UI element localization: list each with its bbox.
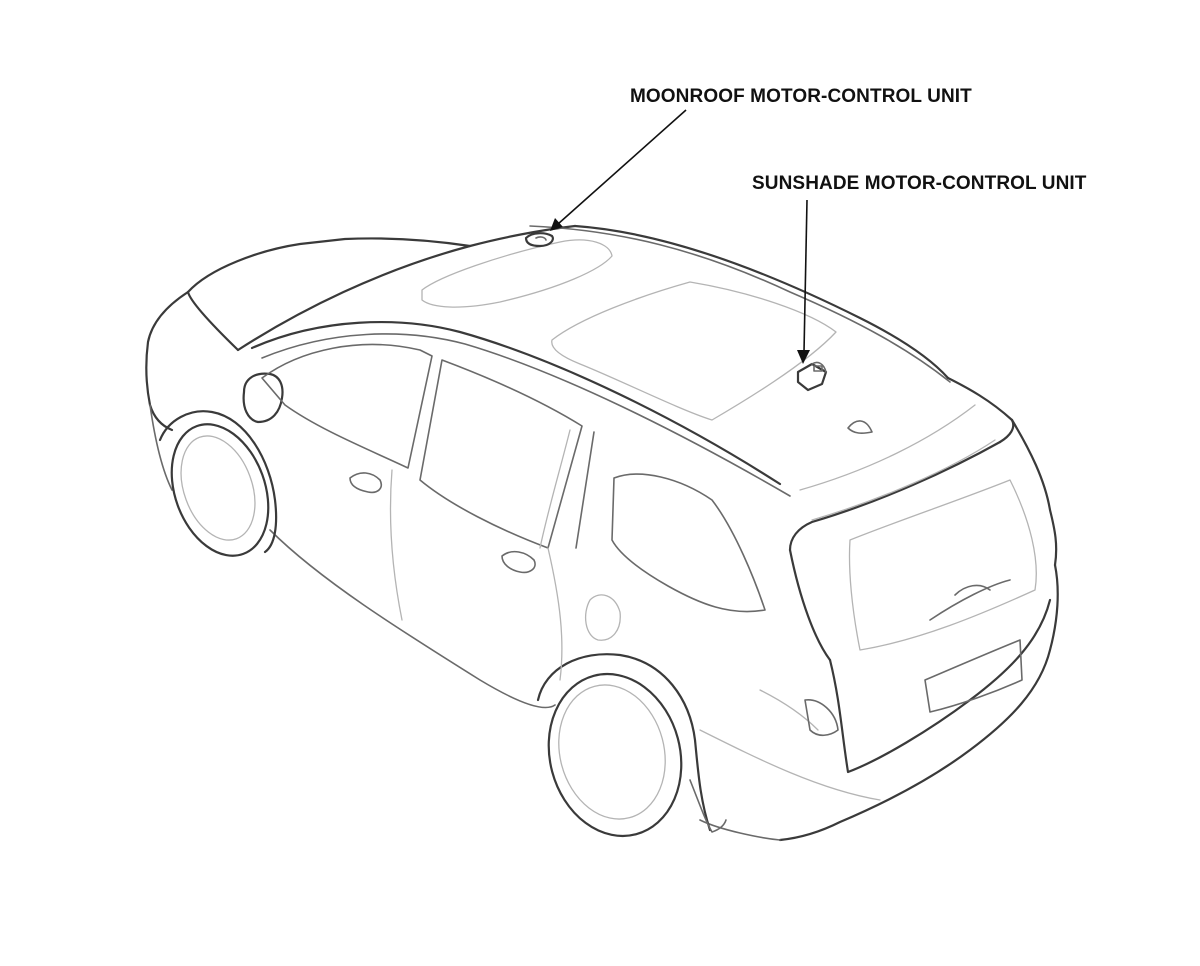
moonroof-arrowhead <box>550 218 563 231</box>
moonroof-leader-line <box>557 109 687 225</box>
rear-details <box>699 479 1037 801</box>
sunshade-motor-control-unit-label: SUNSHADE MOTOR-CONTROL UNIT <box>752 173 1087 194</box>
sunshade-arrowhead <box>797 350 810 364</box>
sunshade-motor-control-unit-shape <box>796 361 828 392</box>
roof-details <box>250 225 996 521</box>
moonroof-motor-control-unit-label: MOONROOF MOTOR-CONTROL UNIT <box>630 86 972 107</box>
vehicle-body-outline <box>145 224 1059 842</box>
moonroof-motor-control-unit-shape <box>524 232 554 248</box>
sunshade-leader-line <box>803 199 808 353</box>
door-details <box>349 469 621 681</box>
side-windows <box>261 343 766 613</box>
